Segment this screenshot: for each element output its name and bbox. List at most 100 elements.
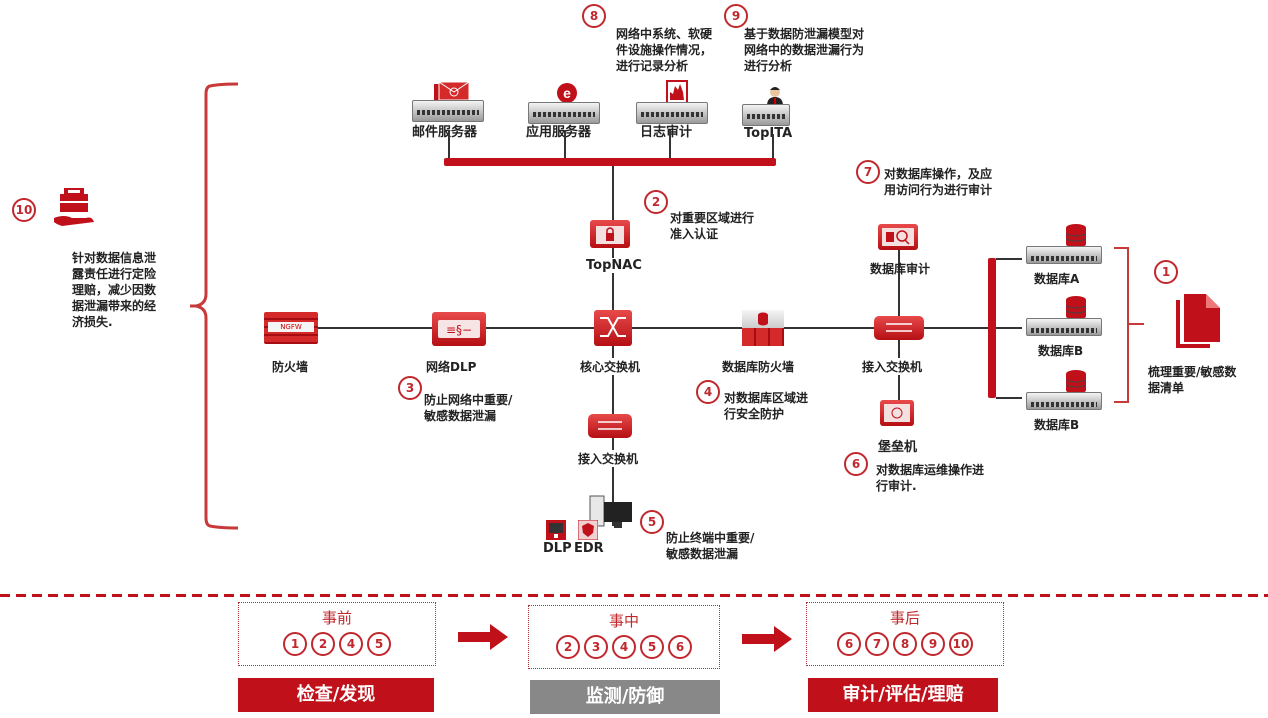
database-a-label: 数据库A [1034,272,1080,286]
phase-inspect-discover-button[interactable]: 检查/发现 [238,678,434,712]
dlp-monitor-icon [546,520,566,540]
step-2-description: 对重要区域进行准入认证 [670,211,755,241]
phase-after-num: 6 [837,632,861,656]
step-number-4: 4 [696,380,720,404]
database-icon [758,312,768,326]
app-server-label: 应用服务器 [526,125,592,140]
step-9-description: 基于数据防泄漏模型对网络中的数据泄漏行为进行分析 [744,27,865,73]
phase-audit-assess-claim-button[interactable]: 审计/评估/理赔 [808,678,998,712]
step-number-10: 10 [12,198,36,222]
phase-monitor-defend-button[interactable]: 监测/防御 [530,680,720,714]
database-c-label: 数据库B [1034,418,1080,432]
step-number-6: 6 [844,452,868,476]
phase-after-num: 8 [893,632,917,656]
step-7-description: 对数据库操作，及应用访问行为进行审计 [884,167,993,197]
desktop-computer-icon [589,495,632,528]
access-switch-right-device[interactable] [874,316,924,340]
database-icon [1066,296,1086,320]
ngfw-badge: NGFW [268,322,314,332]
network-dlp-device[interactable]: ≡§− [432,312,486,346]
edr-shield-icon [578,520,598,540]
section-divider [0,594,1268,597]
magnifier-icon [882,228,914,246]
phase-after-num: 9 [921,632,945,656]
database-b-label: 数据库B [1038,344,1084,358]
firewall-device[interactable]: NGFW [264,312,318,344]
phase-during-num: 5 [640,635,664,659]
right-bracket [1114,247,1144,403]
server-bus [444,158,776,166]
phase-after-box: 事后 6 7 8 9 10 [806,602,1004,666]
step-6-description: 对数据库运维操作进行审计. [876,463,985,493]
phase-during-num: 3 [584,635,608,659]
core-switch-label: 核心交换机 [580,358,641,375]
db-firewall-label: 数据库防火墙 [722,360,795,374]
phase-before-num: 5 [367,632,391,656]
mail-server-label: 邮件服务器 [412,125,478,140]
step-10-description: 针对数据信息泄露责任进行定险理赔，减少因数据泄漏带来的经济损失. [72,251,157,329]
step-number-2: 2 [644,190,668,214]
lock-icon [596,226,624,244]
phase-before-num: 2 [311,632,335,656]
access-switch-left-device[interactable] [588,414,632,438]
topita-label: TopITA [744,126,793,141]
step-number-5: 5 [640,510,664,534]
bastion-label: 堡垒机 [878,440,918,455]
step-number-9: 9 [724,4,748,28]
phase-after-num: 10 [949,632,973,656]
topnac-device[interactable] [590,220,630,248]
svg-text:≡§−: ≡§− [446,323,472,337]
insurance-briefcase-icon [54,188,94,226]
phase-during-num: 6 [668,635,692,659]
bastion-icon [884,404,910,422]
phase-during-num: 2 [556,635,580,659]
access-switch-left-label: 接入交换机 [578,450,639,467]
topnac-label: TopNAC [586,258,642,273]
browser-e-icon: e [557,83,577,103]
step-8-description: 网络中系统、软硬件设施操作情况，进行记录分析 [616,27,713,73]
phase-during-num: 4 [612,635,636,659]
phase-before-num: 1 [283,632,307,656]
phase-after-num: 7 [865,632,889,656]
step-1-description: 梳理重要/敏感数据清单 [1148,365,1237,395]
network-dlp-label: 网络DLP [426,360,477,374]
db-firewall-device[interactable] [742,310,784,346]
step-number-1: 1 [1154,260,1178,284]
svg-text:e: e [563,85,571,101]
switch-arrows-icon [598,421,622,430]
switch-arrows-icon [886,323,912,332]
database-bus [988,258,996,398]
database-icon [1066,370,1086,394]
log-audit-label: 日志审计 [640,125,693,140]
firewall-label: 防火墙 [272,360,309,374]
step-number-3: 3 [398,376,422,400]
step-number-8: 8 [582,4,606,28]
step-number-7: 7 [856,160,880,184]
db-audit-label: 数据库审计 [870,262,931,276]
phase-before-num: 4 [339,632,363,656]
phase-before-box: 事前 1 2 4 5 [238,602,436,666]
phase-during-title: 事中 [608,612,639,630]
switch-cross-icon [600,317,626,337]
database-icon [1066,224,1086,248]
endpoint-dlp-label: DLP [543,541,572,556]
core-switch-device[interactable] [594,310,632,346]
chart-icon [666,80,688,104]
arrow-right-icon [458,624,508,650]
endpoint-edr-label: EDR [574,541,604,556]
access-switch-right-label: 接入交换机 [862,358,923,375]
left-brace [190,82,239,530]
db-audit-device[interactable] [878,224,918,250]
phase-after-title: 事后 [889,609,920,627]
step-5-description: 防止终端中重要/敏感数据泄漏 [666,531,755,561]
phase-before-title: 事前 [321,609,352,627]
document-icon [1176,294,1220,348]
step-4-description: 对数据库区域进行安全防护 [724,391,809,421]
bastion-device[interactable] [880,400,914,426]
dlp-icon: ≡§− [438,320,480,338]
arrow-right-icon [742,626,792,652]
step-3-description: 防止网络中重要/敏感数据泄漏 [424,393,513,423]
mail-icon [434,82,470,102]
phase-during-box: 事中 2 3 4 5 6 [528,605,720,669]
user-icon [767,87,783,106]
